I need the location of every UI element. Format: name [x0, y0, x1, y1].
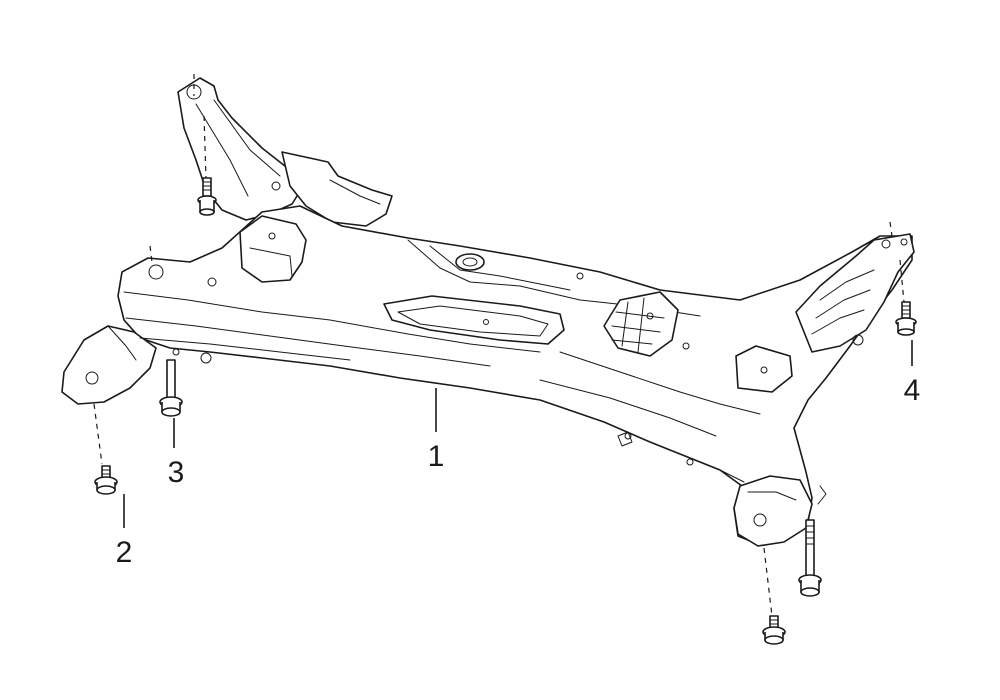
crossmember — [61, 77, 915, 547]
callout-4: 4 — [904, 374, 921, 407]
callout-1: 1 — [428, 440, 445, 473]
bolt-rear-left — [197, 177, 217, 216]
long-bolt-left — [159, 359, 183, 417]
bolt-right-rear — [895, 301, 917, 336]
assembly-lines — [93, 74, 905, 617]
callout-2: 2 — [116, 536, 133, 569]
mount-bolt-left — [94, 465, 118, 495]
long-bolt-right — [798, 519, 822, 597]
leader-lines — [123, 340, 913, 528]
mount-bolt-right — [762, 615, 786, 645]
callout-3: 3 — [168, 456, 185, 489]
